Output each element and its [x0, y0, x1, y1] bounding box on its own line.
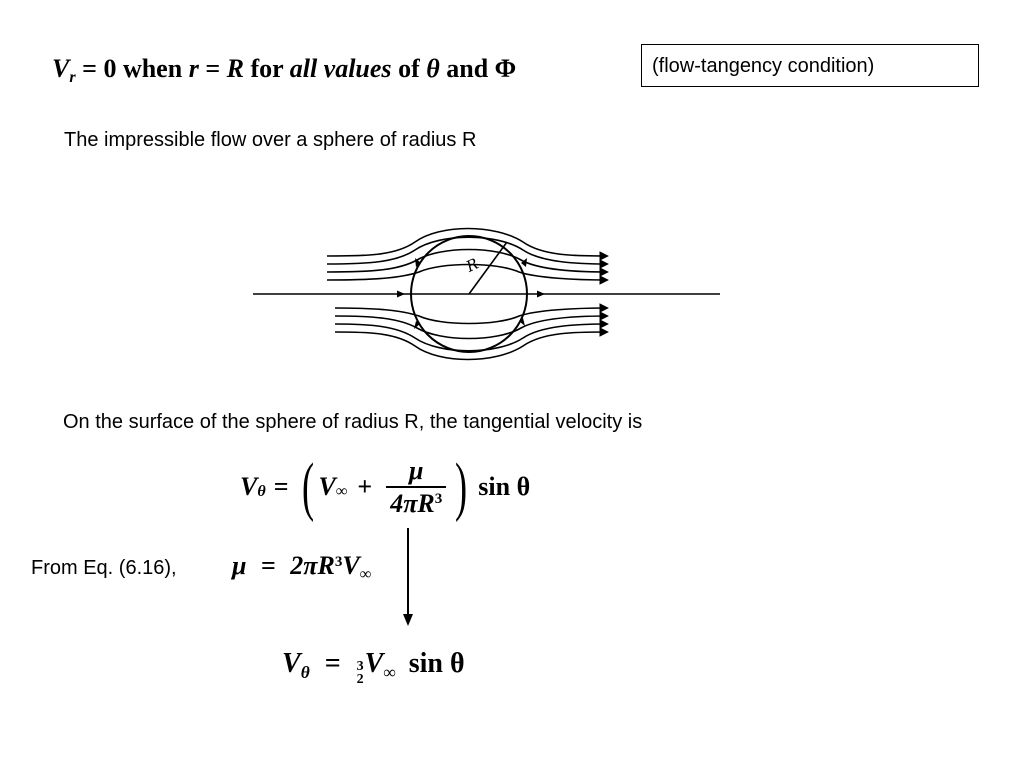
- eq2-plus: +: [357, 472, 373, 501]
- flow-tangency-condition-label: (flow-tangency condition): [652, 54, 875, 77]
- eq1-all-values: all values: [289, 54, 392, 83]
- eq4-v: V: [364, 648, 384, 679]
- streamline-upper-1: [326, 227, 609, 261]
- streamline-upper-2: [326, 236, 609, 269]
- eq2-numerator-mu: μ: [409, 455, 424, 485]
- eq4-theta-subscript: θ: [300, 662, 310, 682]
- eq2-sin-theta: sin θ: [478, 472, 531, 501]
- eq1-theta: θ: [426, 54, 440, 83]
- eq1-r-variable: r: [188, 54, 199, 83]
- streamline-upper-3: [326, 248, 609, 277]
- streamline-lower-3: [334, 319, 609, 352]
- streamline-upper-4: [326, 263, 609, 285]
- sphere-arrow-lower-left: [414, 321, 420, 329]
- sphere-arrow-lower-right: [519, 318, 525, 326]
- eq3-mu: μ: [232, 551, 247, 580]
- from-eq-text: From Eq. (6.16),: [31, 557, 177, 579]
- eq1-for-word: for: [250, 54, 284, 83]
- eq4-equals: =: [324, 648, 341, 679]
- eq3-equals: =: [260, 551, 276, 580]
- eq4-frac-denominator: 2: [356, 672, 364, 688]
- eq1-R-variable: R: [226, 54, 244, 83]
- mu-equation: μ = 2πR3V∞: [232, 551, 371, 583]
- eq1-of-word: of: [398, 54, 420, 83]
- eq2-equals: =: [273, 472, 289, 501]
- surface-velocity-text: On the surface of the sphere of radius R…: [63, 411, 643, 433]
- eq2-inf-subscript: ∞: [335, 483, 348, 501]
- eq2-v-inf: V: [318, 472, 336, 501]
- eq2-v-symbol: V: [240, 472, 258, 501]
- eq3-exponent: 3: [334, 553, 343, 570]
- eq2-fraction: μ 4πR3: [386, 455, 447, 518]
- sphere-outline: [410, 235, 528, 353]
- sphere-arrow-upper-right: [521, 258, 527, 267]
- eq4-sin-theta: sin θ: [408, 648, 465, 679]
- eq3-inf-subscript: ∞: [359, 566, 372, 584]
- eq2-open-paren: (: [301, 450, 314, 523]
- down-arrow-icon: [403, 528, 413, 626]
- eq4-inf-subscript: ∞: [383, 662, 396, 682]
- radius-line: [468, 241, 508, 295]
- streamline-lower-1: [334, 303, 609, 325]
- eq1-equals: =: [205, 54, 221, 83]
- eq2-denominator-exponent: 3: [434, 491, 443, 508]
- sphere-arrow-upper-left: [415, 258, 421, 267]
- intro-text: The impressible flow over a sphere of ra…: [64, 129, 477, 151]
- eq4-frac-numerator: 3: [356, 658, 364, 674]
- flow-tangency-condition-box: (flow-tangency condition): [641, 44, 979, 87]
- eq2-denominator: 4πR3: [386, 485, 447, 518]
- eq1-v-subscript: r: [69, 69, 76, 87]
- eq1-and-word: and: [446, 54, 489, 83]
- eq1-when-clause: = 0 when: [82, 54, 183, 83]
- sphere-flow-diagram: R: [253, 227, 720, 361]
- eq1-v-symbol: V: [52, 54, 70, 83]
- eq3-v: V: [342, 551, 360, 580]
- eq3-rhs: 2πR: [290, 551, 335, 580]
- eq2-denominator-text: 4πR: [390, 488, 435, 518]
- eq2-close-paren: ): [455, 450, 468, 523]
- radius-label: R: [462, 255, 481, 277]
- eq4-v-symbol: V: [282, 648, 301, 679]
- eq2-theta-subscript: θ: [257, 483, 266, 501]
- streamline-lower-4: [334, 327, 609, 361]
- flow-tangency-equation: Vr = 0 when r = R for all values of θ an…: [52, 54, 517, 86]
- axis-arrow-left: [397, 290, 405, 298]
- axis-arrow-right: [537, 290, 545, 298]
- streamline-lower-2: [334, 311, 609, 340]
- eq1-phi: Φ: [494, 54, 517, 83]
